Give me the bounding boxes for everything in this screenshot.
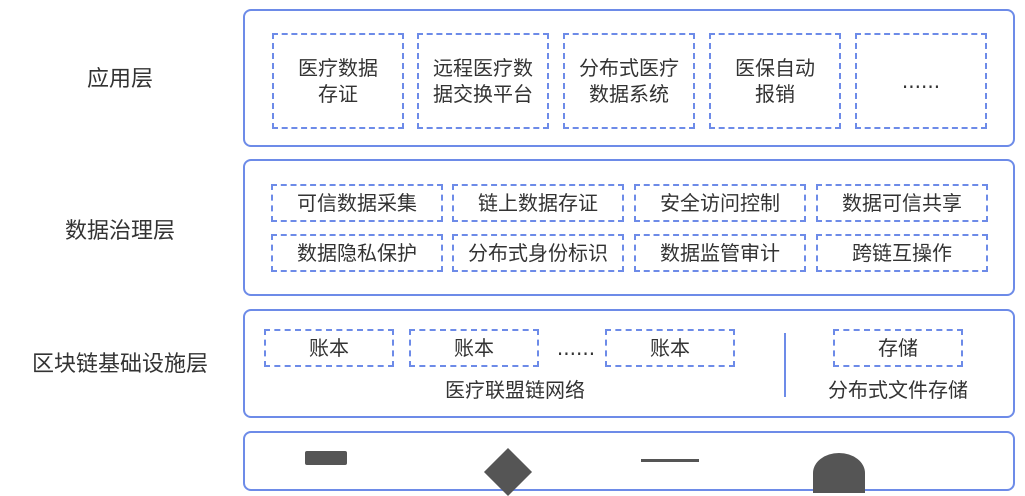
gov-item-trusted-sharing: 数据可信共享 xyxy=(816,184,988,222)
application-layer-label: 应用层 xyxy=(86,67,153,92)
gov-item-privacy-protection: 数据隐私保护 xyxy=(271,234,443,272)
governance-layer-label: 数据治理层 xyxy=(64,219,175,244)
server-icon xyxy=(305,451,347,465)
ledger-box: 账本 xyxy=(409,329,539,367)
gov-item-access-control: 安全访问控制 xyxy=(634,184,806,222)
gov-item-distributed-identity: 分布式身份标识 xyxy=(452,234,624,272)
infrastructure-layer-label: 区块链基础设施层 xyxy=(31,352,208,377)
ledger-ellipsis: ...... xyxy=(556,336,596,360)
bottom-layer-box xyxy=(243,431,1015,496)
storage-box: 存储 xyxy=(833,329,963,367)
distributed-file-storage-label: 分布式文件存储 xyxy=(828,378,968,402)
app-item-insurance-reimbursement: 医保自动 报销 xyxy=(709,33,841,129)
application-layer-box: 医疗数据 存证 远程医疗数 据交换平台 分布式医疗 数据系统 医保自动 报销 .… xyxy=(243,9,1015,147)
separator-line xyxy=(784,333,786,397)
ledger-box: 账本 xyxy=(264,329,394,367)
gov-item-cross-chain: 跨链互操作 xyxy=(816,234,988,272)
app-item-distributed-medical-system: 分布式医疗 数据系统 xyxy=(563,33,695,129)
monitor-icon xyxy=(641,459,699,462)
ledger-box: 账本 xyxy=(605,329,735,367)
governance-layer-box: 可信数据采集 链上数据存证 安全访问控制 数据可信共享 数据隐私保护 分布式身份… xyxy=(243,159,1015,296)
infrastructure-layer-box: 账本 账本 ...... 账本 医疗联盟链网络 存储 分布式文件存储 xyxy=(243,309,1015,418)
app-item-remote-exchange-platform: 远程医疗数 据交换平台 xyxy=(417,33,549,129)
app-item-more: ...... xyxy=(855,33,987,129)
app-item-medical-data-evidence: 医疗数据 存证 xyxy=(272,33,404,129)
gov-item-onchain-evidence: 链上数据存证 xyxy=(452,184,624,222)
medical-consortium-network-label: 医疗联盟链网络 xyxy=(445,378,585,402)
gov-item-regulatory-audit: 数据监管审计 xyxy=(634,234,806,272)
gov-item-trusted-collection: 可信数据采集 xyxy=(271,184,443,222)
cloud-icon xyxy=(813,453,865,493)
database-icon xyxy=(483,447,533,496)
